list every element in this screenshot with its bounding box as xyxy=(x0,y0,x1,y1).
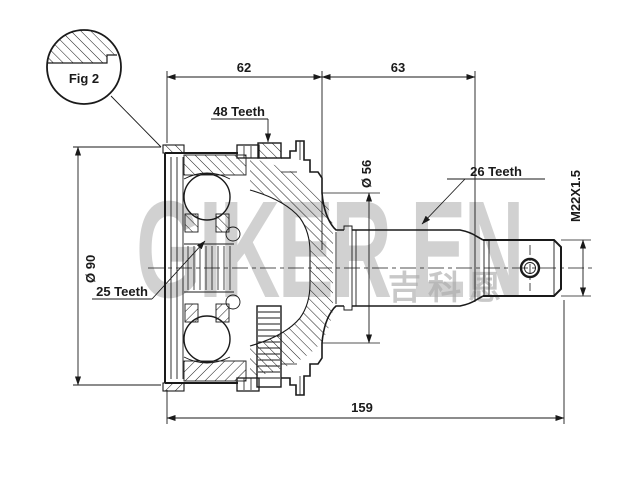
dimension-62 xyxy=(166,71,323,250)
label-48-teeth xyxy=(211,118,272,143)
label-25-teeth xyxy=(92,240,206,300)
dim-m22-text: M22X1.5 xyxy=(568,170,583,222)
abs-ring-teeth-lines xyxy=(258,311,280,379)
label-48-teeth-text: 48 Teeth xyxy=(213,104,265,119)
joint-outline-half xyxy=(162,140,591,268)
dimension-159 xyxy=(166,300,565,424)
dimension-outer-diameter xyxy=(73,146,161,386)
abs-tone-ring xyxy=(256,142,282,388)
fig2-circle xyxy=(46,29,122,105)
bell-wall-section-hatch xyxy=(250,158,333,378)
dim-62-text: 62 xyxy=(237,60,251,75)
dimension-63 xyxy=(321,71,476,302)
inner-race-spline-bore xyxy=(184,243,234,293)
label-26-teeth xyxy=(421,178,545,225)
watermark-cjk-text: 吉科恩 xyxy=(388,269,508,306)
dim-56-text: Ø 56 xyxy=(359,160,374,188)
fig2-section-edge xyxy=(47,54,117,64)
label-26-teeth-text: 26 Teeth xyxy=(470,164,522,179)
fig2-detail-bubble xyxy=(46,29,162,148)
fig2-label: Fig 2 xyxy=(69,71,99,86)
centerlines xyxy=(148,245,592,291)
bell-inner-cavity-edge xyxy=(249,189,311,347)
dim-90-text: Ø 90 xyxy=(83,255,98,283)
dim-63-text: 63 xyxy=(391,60,405,75)
fig2-leader-line xyxy=(110,95,162,148)
dim-159-text: 159 xyxy=(351,400,373,415)
cotter-pin-hole xyxy=(519,257,541,279)
label-25-teeth-text: 25 Teeth xyxy=(96,284,148,299)
